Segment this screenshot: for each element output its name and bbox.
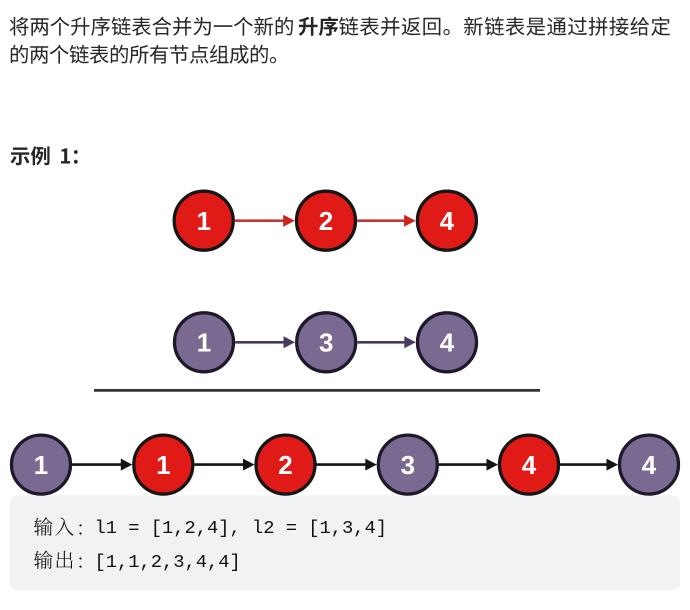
svg-text:4: 4 [440, 206, 455, 236]
svg-text:3: 3 [401, 450, 415, 480]
svg-text:1: 1 [156, 450, 170, 480]
svg-text:2: 2 [278, 450, 292, 480]
svg-text:1: 1 [196, 206, 210, 236]
svg-text:4: 4 [522, 450, 537, 480]
svg-text:3: 3 [319, 328, 333, 358]
svg-text:1: 1 [197, 328, 211, 358]
svg-text:4: 4 [440, 328, 455, 358]
svg-text:[1,1,2,3,4,4]: [1,1,2,3,4,4] [95, 551, 241, 573]
svg-text:1: 1 [34, 450, 48, 480]
svg-text:4: 4 [642, 450, 657, 480]
svg-text:l1 = [1,2,4], l2 = [1,3,4]: l1 = [1,2,4], l2 = [1,3,4] [95, 517, 388, 539]
svg-text:2: 2 [319, 206, 333, 236]
